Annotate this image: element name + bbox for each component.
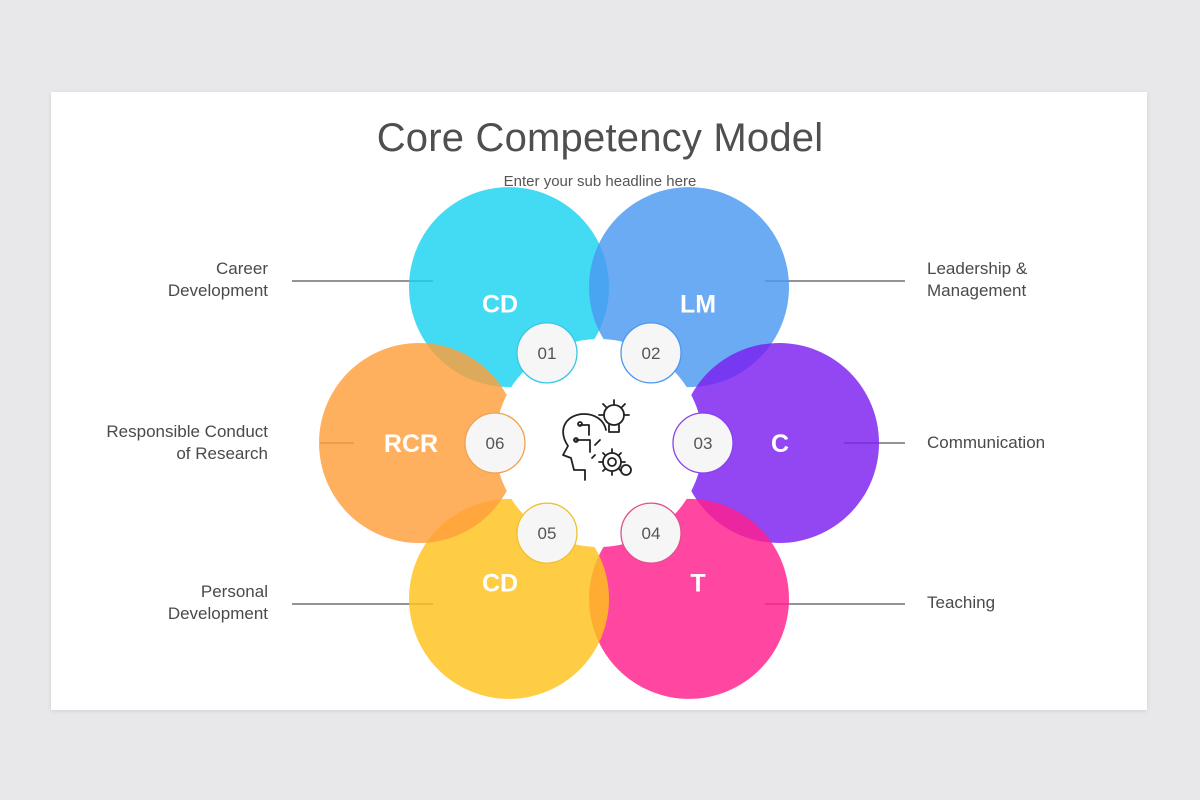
badge-number-05: 05 [538, 524, 557, 543]
number-badge-02: 02 [620, 322, 682, 384]
badge-circle-03 [672, 412, 734, 474]
label-communication: Communication [927, 433, 1046, 452]
number-badges: 01 02 03 04 05 06 [464, 322, 734, 564]
badge-circle-05 [516, 502, 578, 564]
label-career-development: Career Development [167, 259, 268, 300]
label-teaching: Teaching [927, 593, 996, 612]
petal-rcr-06 [319, 343, 519, 543]
badge-number-06: 06 [486, 434, 505, 453]
petal-abbr-t-04: T [690, 569, 705, 597]
petal-abbr-lm-02: LM [680, 291, 716, 319]
number-badge-05: 05 [516, 502, 578, 564]
center-hub [495, 339, 703, 547]
badge-circle-02 [620, 322, 682, 384]
label-leadership-management: Leadership & Management [927, 259, 1028, 300]
badge-circle-06 [464, 412, 526, 474]
page-title: Core Competency Model [376, 116, 824, 160]
badge-circle-04 [620, 502, 682, 564]
petal-abbr-cd-05: CD [482, 569, 518, 597]
badge-number-01: 01 [538, 344, 557, 363]
badge-number-02: 02 [642, 344, 661, 363]
number-badge-06: 06 [464, 412, 526, 474]
number-badge-01: 01 [516, 322, 578, 384]
brain-idea-gear-icon [562, 399, 632, 481]
label-personal-development: Personal Development [167, 582, 268, 623]
label-responsible-conduct-of-research: Responsible Conduct of Research [106, 422, 268, 463]
petal-c-03 [679, 343, 879, 543]
petal-abbr-rcr-06: RCR [384, 430, 438, 458]
badge-circle-01 [516, 322, 578, 384]
petal-abbr-cd-01: CD [482, 291, 518, 319]
page-subtitle: Enter your sub headline here [503, 173, 697, 190]
number-badge-03: 03 [672, 412, 734, 474]
number-badge-04: 04 [620, 502, 682, 564]
center-circle [495, 339, 703, 547]
badge-number-04: 04 [642, 524, 661, 543]
badge-number-03: 03 [694, 434, 713, 453]
petal-abbr-c-03: C [771, 430, 789, 458]
